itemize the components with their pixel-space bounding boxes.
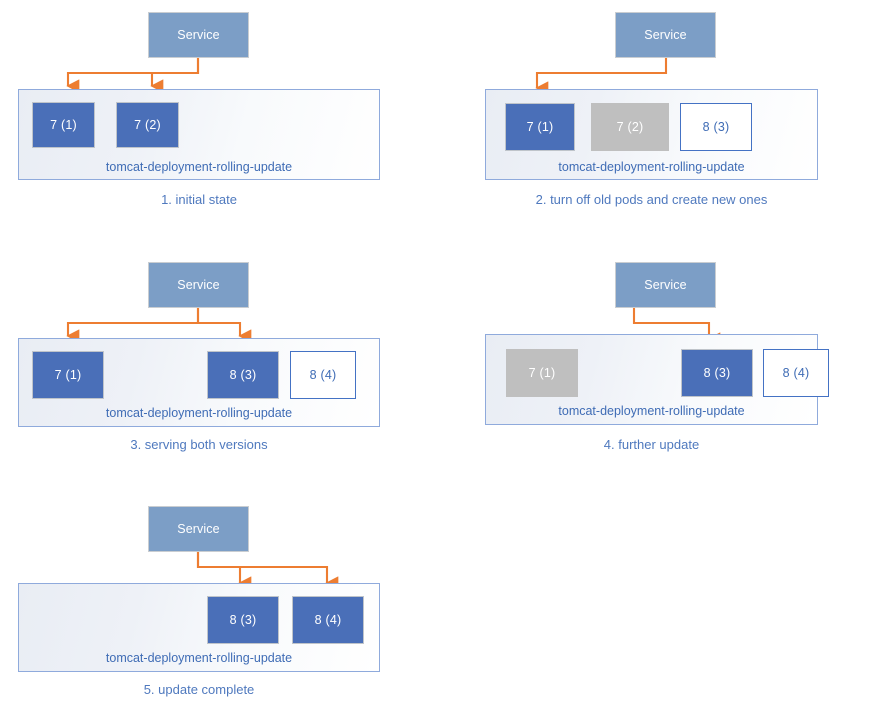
pod-8-4[interactable]: 8 (4) [290, 351, 356, 399]
panel-1-connectors [66, 58, 200, 93]
service-box[interactable]: Service [615, 12, 716, 58]
pod-8-3[interactable]: 8 (3) [681, 349, 753, 397]
pod-7-1[interactable]: 7 (1) [32, 351, 104, 399]
pod-8-4[interactable]: 8 (4) [763, 349, 829, 397]
deployment-label: tomcat-deployment-rolling-update [558, 160, 745, 174]
pod-7-2[interactable]: 7 (2) [116, 102, 179, 148]
deployment-label: tomcat-deployment-rolling-update [105, 160, 293, 174]
panel-5-connectors [196, 552, 339, 590]
pod-8-4[interactable]: 8 (4) [292, 596, 364, 644]
pod-8-3[interactable]: 8 (3) [207, 596, 279, 644]
deployment-label: tomcat-deployment-rolling-update [558, 404, 745, 418]
pod-7-1[interactable]: 7 (1) [505, 103, 575, 151]
pod-8-3[interactable]: 8 (3) [680, 103, 752, 151]
panel-caption: 4. further update [603, 437, 700, 452]
panel-caption: 5. update complete [143, 682, 255, 697]
panel-3-connectors [66, 308, 252, 343]
panel-caption: 1. initial state [161, 192, 237, 207]
panel-caption: 2. turn off old pods and create new ones [535, 192, 768, 207]
service-box[interactable]: Service [148, 506, 249, 552]
deployment-label: tomcat-deployment-rolling-update [105, 406, 293, 420]
service-box[interactable]: Service [615, 262, 716, 308]
panel-2-connectors [535, 58, 668, 95]
pod-7-1[interactable]: 7 (1) [506, 349, 578, 397]
service-box[interactable]: Service [148, 262, 249, 308]
pod-8-3[interactable]: 8 (3) [207, 351, 279, 399]
deployment-label: tomcat-deployment-rolling-update [105, 651, 293, 665]
pod-7-2[interactable]: 7 (2) [591, 103, 669, 151]
pod-7-1[interactable]: 7 (1) [32, 102, 95, 148]
service-box[interactable]: Service [148, 12, 249, 58]
panel-caption: 3. serving both versions [130, 437, 268, 452]
